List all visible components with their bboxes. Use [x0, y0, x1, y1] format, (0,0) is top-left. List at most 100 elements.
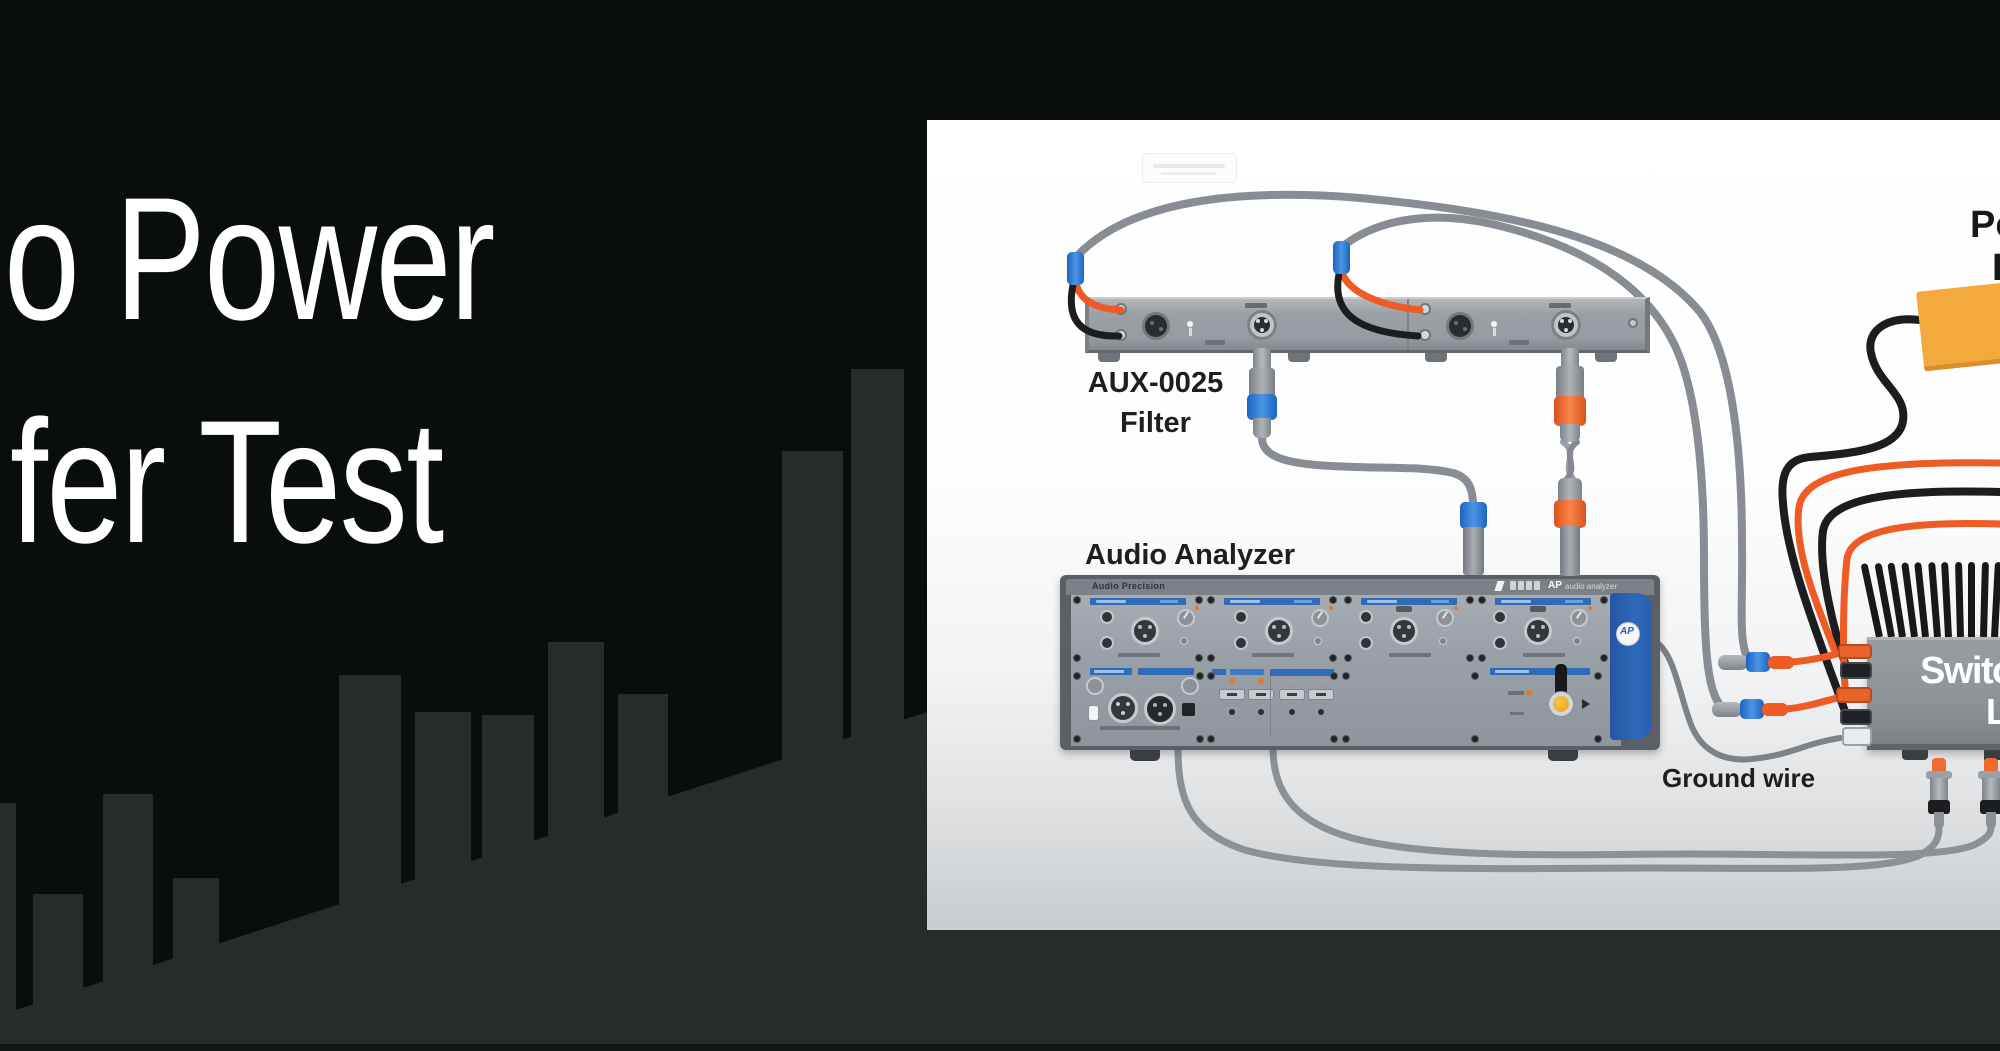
top-strip-segment	[1510, 581, 1516, 590]
cable-gray-analyzer-bottom-2	[1269, 744, 1995, 859]
indicator-dot	[1258, 678, 1264, 684]
switcher-box	[1867, 637, 2000, 750]
switcher-label-line2: L	[1986, 691, 2000, 732]
switcher-terminal-black	[1840, 662, 1872, 679]
filter-unit-seam	[1407, 299, 1409, 350]
module-header-strip	[1224, 598, 1320, 605]
module-header-strip	[1270, 669, 1334, 676]
dark-button	[1182, 703, 1195, 716]
panel-screw	[1594, 735, 1602, 743]
header-text-dashes	[1094, 670, 1124, 673]
header-text-dashes	[1501, 600, 1531, 603]
header-text-dashes	[1431, 600, 1449, 603]
cable-orange-loop-1	[1794, 459, 2000, 653]
panel-text-dashes	[1510, 712, 1524, 715]
module-header-strip	[1138, 668, 1194, 675]
connector-jack-small	[1180, 637, 1188, 645]
xlr-connector	[1247, 310, 1277, 340]
xlr-pin	[1260, 328, 1264, 332]
connector-jack-small	[1573, 637, 1581, 645]
power-button-amber	[1553, 696, 1569, 712]
ap-logo-text: AP	[1620, 626, 1634, 637]
xlr-connector	[1131, 617, 1159, 645]
panel-screw	[1330, 672, 1338, 680]
connector-nub	[1396, 606, 1412, 612]
toggle-switch	[1555, 664, 1567, 696]
analyzer-logo-text: AP	[1548, 580, 1562, 591]
module-header-strip	[1495, 598, 1591, 605]
top-strip-segment	[1518, 581, 1524, 590]
module-header-strip	[1490, 668, 1590, 675]
cable-orange-hook-1	[1072, 279, 1125, 314]
panel-screw	[1466, 654, 1474, 662]
xlr-pin	[1536, 634, 1540, 638]
rca-plug-body	[1982, 778, 2000, 802]
switcher-terminal-white	[1842, 727, 1872, 746]
module-header-strip	[1212, 669, 1226, 675]
blue-cable-band	[1333, 241, 1350, 274]
connector-jack	[1359, 610, 1373, 624]
title-line-2: fer Test	[10, 385, 444, 580]
analyzer-brand-text: Audio Precision	[1092, 581, 1166, 591]
panel-screw	[1196, 735, 1204, 743]
panel-text-dashes	[1508, 691, 1524, 695]
indicator-dot	[1318, 678, 1324, 684]
led-indicator-stem	[1189, 326, 1192, 336]
header-text-dashes	[1230, 600, 1260, 603]
panel-text-dashes	[1252, 653, 1294, 657]
rca-plug-band	[1928, 800, 1950, 814]
xlr-connector	[1524, 617, 1552, 645]
xlr-pin	[1116, 702, 1120, 706]
gain-knob	[1177, 609, 1195, 627]
power-supply-label-line2: L	[1992, 247, 2000, 290]
connector-jack	[1234, 636, 1248, 650]
chassis-foot	[1425, 353, 1447, 362]
status-dot	[1195, 606, 1199, 610]
cable-orange-hook-2	[1338, 268, 1424, 314]
analyzer-top-strip	[1066, 579, 1654, 595]
cable-black-hook-2	[1334, 270, 1422, 340]
analyzer-label: Audio Analyzer	[1085, 539, 1296, 571]
xlr-plug-body	[1463, 527, 1484, 575]
orange-cable-band	[1554, 396, 1586, 426]
xlr-connector	[1265, 617, 1293, 645]
status-dot	[1329, 606, 1333, 610]
rca-plug-tail	[1986, 812, 1996, 828]
xlr-plug-taper	[1253, 418, 1271, 438]
rca-plug-tip	[1932, 758, 1946, 773]
panel-screw	[1600, 596, 1608, 604]
xlr-pin	[1138, 625, 1142, 629]
rca-plug-body	[1930, 778, 1948, 802]
header-text-dashes	[1294, 600, 1312, 603]
blue-cable-band	[1740, 699, 1764, 719]
xlr-connector	[1390, 617, 1418, 645]
xlr-pin	[1158, 712, 1162, 716]
panel-text-dashes	[1100, 726, 1180, 730]
module-header-strip	[1361, 598, 1457, 605]
module-divider	[1270, 676, 1271, 738]
top-strip-segment	[1534, 581, 1540, 590]
xlr-pin	[1564, 328, 1568, 332]
led-indicator	[1490, 320, 1498, 328]
status-dot	[1526, 690, 1532, 696]
rca-plug-body	[1718, 655, 1748, 670]
filter-label-line2: Filter	[1120, 407, 1191, 439]
filter-label-line1: AUX-0025	[1087, 367, 1224, 399]
xlr-connector	[1446, 312, 1474, 340]
xlr-pin	[1454, 321, 1458, 325]
level-knob	[1086, 677, 1104, 695]
panel-screw	[1471, 672, 1479, 680]
xlr-pin	[1159, 327, 1163, 331]
faint-text-dash	[1153, 164, 1225, 168]
xlr-pin	[1541, 625, 1545, 629]
heatsink-fin	[1968, 562, 1975, 637]
header-text-dashes	[1096, 600, 1126, 603]
xlr-connector	[1142, 312, 1170, 340]
xlr-pin	[1568, 319, 1572, 323]
gain-knob	[1311, 609, 1329, 627]
slide-slot	[1316, 693, 1326, 696]
orange-cable-band	[1554, 500, 1586, 528]
xlr-pin	[1143, 634, 1147, 638]
xlr-plug-neck	[1561, 348, 1579, 370]
